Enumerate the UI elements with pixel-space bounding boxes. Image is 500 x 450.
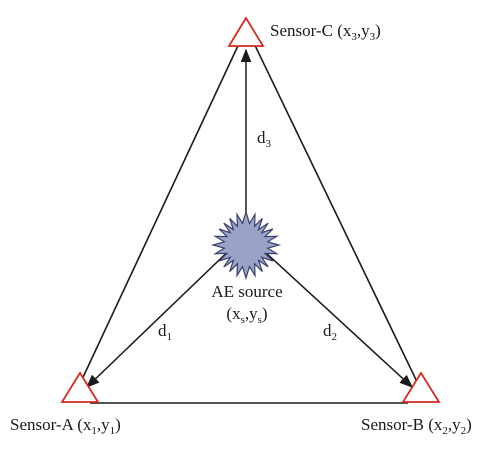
sensor-b-label: Sensor-B (x2,y2) — [361, 415, 472, 437]
ae-source-label: AE source — [211, 282, 282, 301]
arrow-d1 — [86, 239, 241, 388]
d3-label: d3 — [257, 128, 272, 150]
ae-source-star — [210, 209, 282, 281]
edge-a-c — [77, 34, 244, 389]
sensor-c-marker — [227, 16, 265, 47]
d1-label: d1 — [158, 321, 172, 343]
edge-c-b — [249, 34, 421, 389]
d2-label: d2 — [323, 321, 337, 343]
sensor-c-label: Sensor-C (x3,y3) — [270, 21, 381, 43]
sensor-triangle — [77, 34, 421, 404]
sensor-a-label: Sensor-A (x1,y1) — [10, 415, 121, 437]
arrow-d2 — [251, 239, 413, 388]
sensor-a-marker — [60, 371, 100, 403]
sensor-b-marker — [401, 371, 441, 403]
ae-source-coords: (xs,ys) — [226, 304, 267, 326]
distance-arrows — [86, 48, 413, 388]
